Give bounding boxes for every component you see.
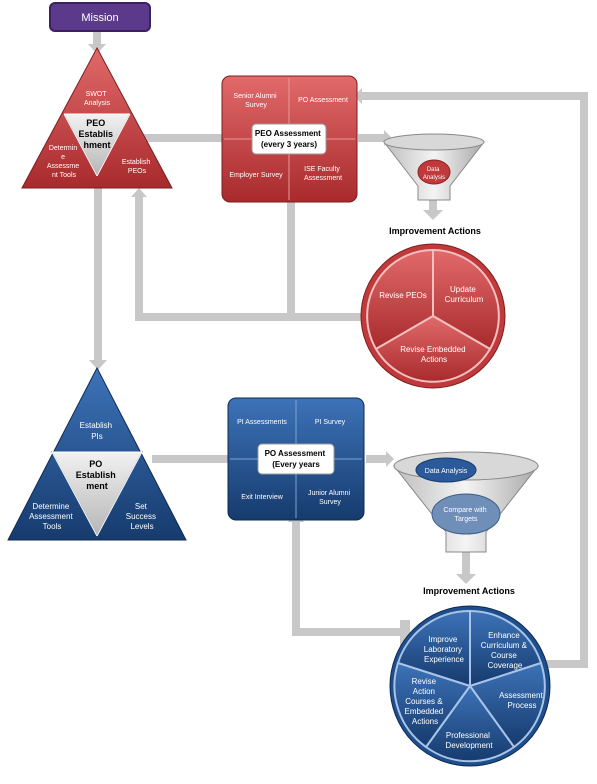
arrow-peo-to-po-head (89, 360, 107, 370)
peo-cycle-left (366, 248, 434, 351)
po-assessment-box: PI Assessments PI Survey Exit Interview … (227, 397, 365, 521)
arrow-right-loop-vertical (580, 92, 588, 668)
peo-triangle: SWOT Analysis PEO Establis hment Determi… (21, 46, 173, 189)
arrow-peo-to-box (140, 134, 224, 142)
po-improvement-title: Improvement Actions (423, 586, 515, 596)
po-box-center-label: PO Assessment (Every years (265, 449, 328, 469)
po-funnel-bottom-label: Compare with Targets (443, 507, 488, 523)
peo-box-bottom-right: ISE Faculty Assessment (304, 166, 342, 182)
peo-cycle-bottom-label: Revise Embedded Actions (400, 345, 468, 364)
peo-assessment-box: Senior Alumni Survey PO Assessment Emplo… (221, 75, 358, 203)
po-cycle-left-label: Revise Action Courses & Embedded Actions (405, 677, 446, 726)
arrow-right-loop-top (362, 92, 588, 100)
peo-box-top-left: Senior Alumni Survey (233, 93, 278, 109)
peo-funnel-ball (417, 159, 451, 185)
arrow-po-loop-horizontal (292, 628, 400, 636)
peo-cycle-right-label: Update Curriculum (445, 285, 484, 304)
peo-funnel-label: Data Analysis (423, 167, 445, 181)
peo-left-label: Determin e Assessme nt Tools (47, 145, 81, 179)
po-box-top-right: PI Survey (315, 419, 346, 426)
arrow-funnel-down (429, 198, 437, 210)
po-funnel: Data Analysis Compare with Targets (392, 451, 540, 553)
po-left-label: Determine Assessment Tools (29, 502, 75, 531)
peo-top-label: SWOT Analysis (84, 91, 111, 107)
peo-cycle-right (432, 248, 500, 351)
arrow-right-loop-bottom (540, 660, 588, 668)
po-cycle-upper-left-label: Improve Laboratory Experience (424, 635, 465, 664)
peo-cycle-left-label: Revise PEOs (379, 291, 427, 300)
po-triangle: Establish PIs PO Establish ment Determin… (7, 366, 187, 541)
peo-cycle: Revise PEOs Update Curriculum Revise Emb… (360, 243, 506, 389)
peo-box-top-right: PO Assessment (298, 97, 348, 104)
arrow-loop-vertical-mid (287, 175, 295, 315)
po-funnel-top-label: Data Analysis (425, 468, 468, 475)
po-cycle-upper-left (396, 609, 471, 688)
arrow-box-to-funnel (358, 134, 384, 142)
po-cycle: Improve Laboratory Experience Enhance Cu… (389, 605, 551, 767)
po-cycle-left (393, 661, 472, 749)
po-box-top-left: PI Assessments (237, 419, 287, 426)
po-funnel-bottom-ball (431, 493, 501, 535)
arrow-po-to-box (152, 455, 244, 463)
arrow-loop-horizontal (135, 313, 365, 321)
peo-center-label: PEO Establis hment (78, 118, 115, 150)
mission-box: Mission (49, 2, 151, 32)
po-cycle-right (468, 661, 546, 749)
arrow-pobox-to-funnel-head (386, 451, 394, 467)
po-box-center (257, 443, 335, 475)
peo-improvement-title: Improvement Actions (389, 226, 481, 236)
po-cycle-upper-right (469, 609, 543, 688)
peo-funnel: Data Analysis (382, 133, 486, 201)
po-cycle-bottom (424, 684, 516, 763)
po-top-label: Establish PIs (80, 421, 115, 441)
peo-box-center (251, 123, 327, 155)
po-box-bottom-left: Exit Interview (241, 494, 284, 501)
arrow-mission-down (93, 30, 101, 44)
peo-box-bottom-left: Employer Survey (229, 172, 283, 179)
arrow-pofunnel-down-head (456, 574, 476, 584)
arrow-pobox-to-funnel (366, 455, 386, 463)
arrow-peo-to-po (94, 186, 102, 360)
mission-label: Mission (81, 12, 118, 24)
arrow-loop-head-up (131, 188, 147, 197)
arrow-right-loop-head (354, 88, 362, 104)
connector-arrows (88, 30, 588, 690)
arrow-po-loop-vertical (292, 520, 300, 636)
peo-cycle-bottom (374, 314, 492, 383)
arrow-loop-vertical-left (135, 195, 143, 321)
peo-box-center-label: PEO Assessment (every 3 years) (255, 129, 323, 149)
po-cycle-upper-right-label: Enhance Curriculum & Course Coverage (481, 631, 529, 670)
po-center-label: PO Establish ment (76, 459, 119, 491)
arrow-funnel-down-head (423, 210, 443, 220)
arrow-pofunnel-down (462, 552, 470, 574)
po-box-bottom-right: Junior Alumni Survey (308, 490, 352, 506)
po-right-label: Set Success Levels (126, 502, 158, 531)
po-cycle-right-label: Assessment Process (499, 691, 545, 710)
peo-right-label: Establish PEOs (122, 159, 152, 175)
po-funnel-top-ball (415, 457, 477, 483)
po-cycle-bottom-label: Professional Development (445, 731, 493, 750)
